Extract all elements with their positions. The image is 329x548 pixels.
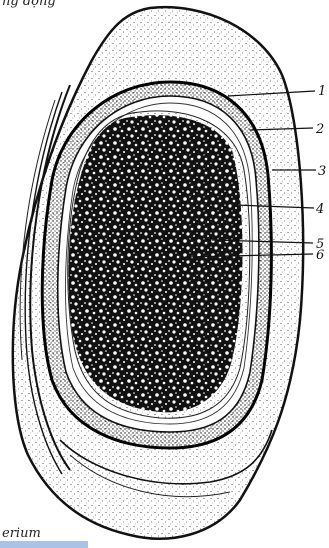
callout-label-3: 3: [318, 164, 326, 179]
bottom-caption: erium: [2, 526, 41, 541]
callout-label-6: 6: [316, 248, 324, 263]
callout-label-1: 1: [318, 84, 326, 99]
callout-label-2: 2: [315, 122, 324, 137]
bottom-accent-bar: [0, 541, 88, 548]
callout-label-4: 4: [315, 202, 324, 217]
